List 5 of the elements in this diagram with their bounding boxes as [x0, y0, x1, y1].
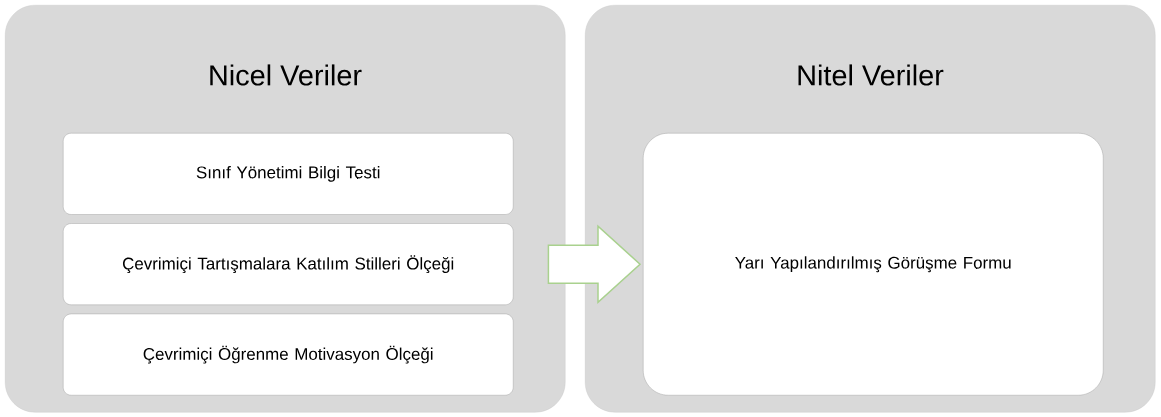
text-box: Yarı Yapılandırılmış Görüşme Formu: [643, 133, 1104, 396]
text-box: Çevrimiçi Tartışmalara Katılım Stilleri Ölçeği: [63, 223, 514, 305]
block-arrow: [547, 224, 642, 304]
text-box: Sınıf Yönetimi Bilgi Testi: [63, 133, 514, 215]
text-box: Çevrimiçi Öğrenme Motivasyon Ölçeği: [63, 313, 514, 396]
